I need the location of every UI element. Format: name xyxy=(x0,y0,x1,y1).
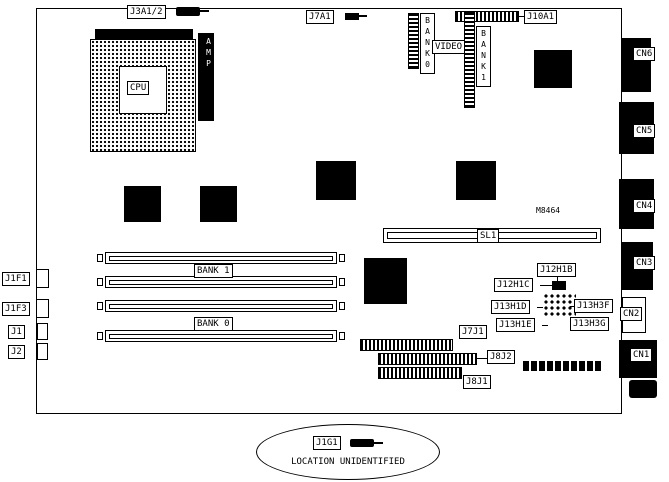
label-j13h1e: J13H1E xyxy=(496,318,535,332)
label-j2: J2 xyxy=(8,345,25,359)
slot-clip xyxy=(339,278,345,286)
ic-chip xyxy=(534,50,572,88)
j1f1-connector xyxy=(36,269,49,288)
j8j2-connector xyxy=(378,353,477,365)
j1g1-pin xyxy=(374,442,383,444)
label-amp: AMP xyxy=(204,37,213,70)
j1f3-connector xyxy=(36,299,49,318)
label-video: VIDEO xyxy=(432,40,466,54)
label-bank1: BANK 1 xyxy=(194,264,233,278)
label-bank0: BANK 0 xyxy=(194,317,233,331)
slot-clip xyxy=(97,302,103,310)
callout-ellipse xyxy=(256,424,440,480)
label-j10a1: J10A1 xyxy=(524,10,558,24)
label-j13h3g: J13H3G xyxy=(570,317,609,331)
label-cn6: CN6 xyxy=(633,47,656,61)
label-cpu: CPU xyxy=(127,81,150,95)
label-m8464: M8464 xyxy=(536,206,561,215)
ic-chip xyxy=(200,186,237,222)
j7a1-pin xyxy=(359,15,367,17)
label-cn5: CN5 xyxy=(633,124,656,138)
label-j8j1: J8J1 xyxy=(463,375,491,389)
label-cn3: CN3 xyxy=(633,256,656,270)
j8j2-leader xyxy=(477,358,487,359)
label-j8j2: J8J2 xyxy=(487,350,515,364)
slot-clip xyxy=(339,254,345,262)
label-j12h1b: J12H1B xyxy=(537,263,576,277)
slot-clip xyxy=(97,332,103,340)
label-bank1-vertical: BANK1 xyxy=(476,26,491,87)
ic-chip xyxy=(124,186,161,222)
simm-slot xyxy=(105,300,337,312)
ic-chip xyxy=(316,161,356,200)
label-j1g1: J1G1 xyxy=(313,436,341,450)
j3a1-2-pin xyxy=(200,10,209,12)
j10a1-connector xyxy=(455,11,519,22)
j13h3f-leader xyxy=(570,306,575,307)
jumper-square-row xyxy=(523,361,601,371)
ic-chip xyxy=(456,161,496,200)
j12h1c-leader xyxy=(540,285,552,286)
label-sl1: SL1 xyxy=(477,229,500,243)
label-j7a1: J7A1 xyxy=(306,10,334,24)
slot-clip xyxy=(97,278,103,286)
j3a1-2-connector xyxy=(176,7,200,16)
label-j1: J1 xyxy=(8,325,25,339)
j2-connector xyxy=(37,343,48,360)
ic-chip xyxy=(364,258,407,304)
j7a1-connector xyxy=(345,13,359,20)
slot-clip xyxy=(339,302,345,310)
label-j13h3f: J13H3F xyxy=(574,299,613,313)
slot-clip xyxy=(97,254,103,262)
callout-note: LOCATION UNIDENTIFIED xyxy=(291,457,405,467)
j8j1-connector xyxy=(378,367,462,379)
bottom-connector-1 xyxy=(360,339,453,351)
label-j1f3: J1F3 xyxy=(2,302,30,316)
bank0-connector xyxy=(408,13,419,69)
simm-slot xyxy=(105,276,337,288)
j1g1-connector xyxy=(350,439,374,447)
label-j3a1-2: J3A1/2 xyxy=(127,5,166,19)
cpu-top-bar xyxy=(95,29,193,39)
simm-slot xyxy=(105,330,337,342)
j12h1b-leader xyxy=(557,277,558,282)
j13h1e-leader xyxy=(542,325,548,326)
label-j7j1: J7J1 xyxy=(459,325,487,339)
label-cn4: CN4 xyxy=(633,199,656,213)
label-j12h1c: J12H1C xyxy=(494,278,533,292)
label-j1f1: J1F1 xyxy=(2,272,30,286)
amp-module xyxy=(198,33,214,121)
cn1-port-lower xyxy=(629,380,657,398)
label-cn2: CN2 xyxy=(620,307,643,321)
j13h1d-leader xyxy=(537,307,543,308)
j10a1-leader xyxy=(519,16,524,17)
slot-clip xyxy=(339,332,345,340)
simm-slot xyxy=(105,252,337,264)
j12h1b-connector xyxy=(552,281,566,290)
label-cn1: CN1 xyxy=(630,348,653,362)
bank1-connector xyxy=(464,12,475,108)
jumper-pin-block xyxy=(543,293,576,318)
j1-connector xyxy=(37,323,48,340)
label-j13h1d: J13H1D xyxy=(491,300,530,314)
